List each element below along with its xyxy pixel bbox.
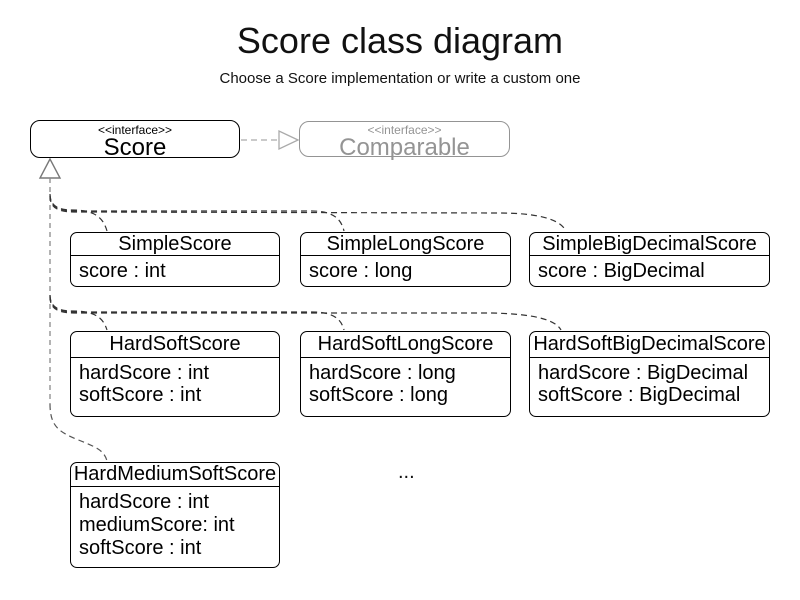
edge-to-hardsoftscore xyxy=(49,294,108,331)
class-attributes: hardScore : long softScore : long xyxy=(301,358,510,406)
attribute: score : long xyxy=(309,260,413,282)
edge-to-hardsoftbigdecimalscore xyxy=(49,296,562,331)
attribute: softScore : int xyxy=(79,384,202,406)
interface-name: Comparable xyxy=(339,134,470,161)
class-hard-soft-long-score: HardSoftLongScore hardScore : long softS… xyxy=(300,331,511,417)
attribute: softScore : long xyxy=(309,384,448,406)
class-simple-bigdecimal-score: SimpleBigDecimalScore score : BigDecimal xyxy=(529,232,770,287)
class-name: HardSoftBigDecimalScore xyxy=(530,332,769,358)
class-name: SimpleScore xyxy=(71,233,279,256)
attribute: score : BigDecimal xyxy=(538,260,705,282)
class-name: HardMediumSoftScore xyxy=(71,463,279,487)
class-attributes: score : long xyxy=(301,256,510,282)
attribute: score : int xyxy=(79,260,166,282)
class-name: HardSoftScore xyxy=(71,332,279,358)
class-simple-score: SimpleScore score : int xyxy=(70,232,280,287)
attribute: hardScore : BigDecimal xyxy=(538,362,749,384)
interface-comparable: <<interface>> Comparable xyxy=(299,121,510,161)
class-name: HardSoftLongScore xyxy=(301,332,510,358)
class-name: SimpleBigDecimalScore xyxy=(530,233,769,256)
realization-arrowhead-right-icon xyxy=(278,129,300,151)
class-attributes: hardScore : int mediumScore: int softSco… xyxy=(71,487,279,560)
class-simple-long-score: SimpleLongScore score : long xyxy=(300,232,511,287)
interface-name: Score xyxy=(103,134,167,161)
edge-to-simplelongscore xyxy=(49,194,345,232)
class-hard-soft-score: HardSoftScore hardScore : int softScore … xyxy=(70,331,280,417)
attribute: hardScore : int xyxy=(79,491,210,513)
attribute: mediumScore: int xyxy=(79,514,235,536)
realization-arrowhead-up-icon xyxy=(38,157,62,179)
interface-stereotype: <<interface>> xyxy=(367,123,442,137)
page-subtitle: Choose a Score implementation or write a… xyxy=(219,70,581,87)
attribute: hardScore : int xyxy=(79,362,210,384)
attribute: hardScore : long xyxy=(309,362,456,384)
attribute: softScore : int xyxy=(79,537,202,559)
edge-to-simplebigdecimalscore xyxy=(49,195,567,232)
class-name: SimpleLongScore xyxy=(301,233,510,256)
page-title: Score class diagram xyxy=(236,20,564,61)
class-hard-medium-soft-score: HardMediumSoftScore hardScore : int medi… xyxy=(70,462,280,568)
edge-to-simplescore xyxy=(49,193,108,232)
class-attributes: hardScore : int softScore : int xyxy=(71,358,279,406)
class-attributes: hardScore : BigDecimal softScore : BigDe… xyxy=(530,358,769,406)
more-implementations-ellipsis: ... xyxy=(398,461,415,483)
edge-to-hardsoftlongscore xyxy=(49,295,345,331)
edge-score-to-comparable xyxy=(241,129,300,151)
class-hard-soft-bigdecimal-score: HardSoftBigDecimalScore hardScore : BigD… xyxy=(529,331,770,417)
interface-score: <<interface>> Score xyxy=(30,120,240,161)
attribute: softScore : BigDecimal xyxy=(538,384,741,406)
class-attributes: score : int xyxy=(71,256,279,282)
class-attributes: score : BigDecimal xyxy=(530,256,769,282)
interface-stereotype: <<interface>> xyxy=(97,123,173,137)
